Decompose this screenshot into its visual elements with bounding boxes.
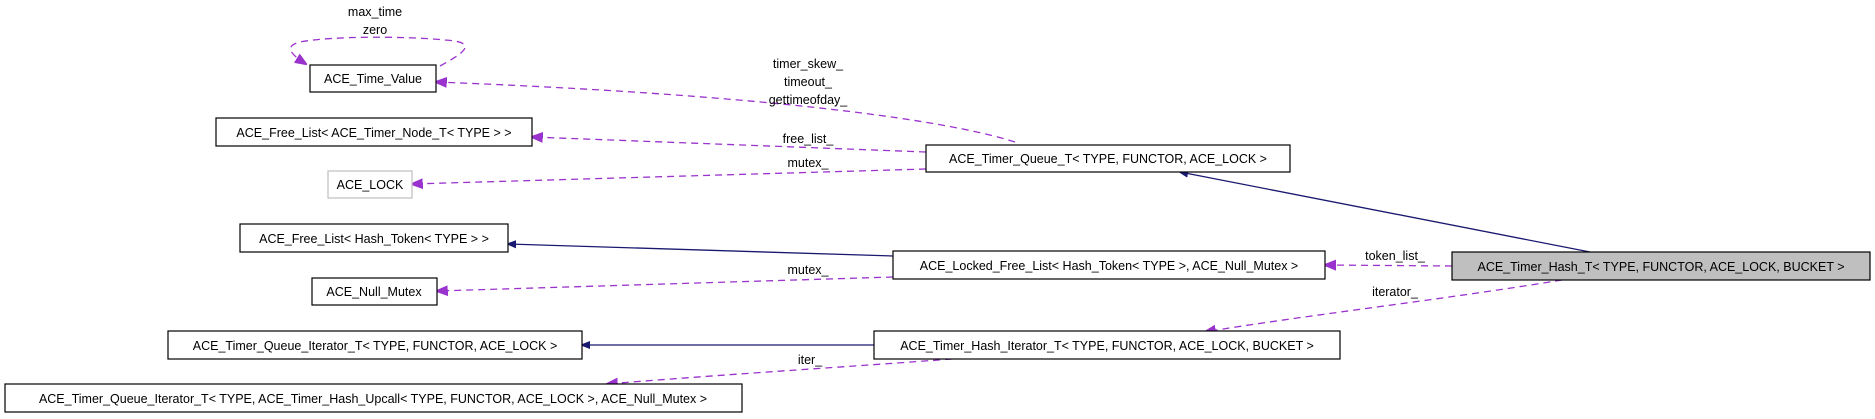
node-ace-lock[interactable]: ACE_LOCK — [327, 170, 413, 199]
node-label: ACE_Locked_Free_List< Hash_Token< TYPE >… — [920, 259, 1298, 273]
edge-locked-free-list-inherits-free-list — [508, 244, 894, 257]
edge-timer-queue-to-ace-lock — [412, 168, 927, 184]
node-ace-timer-queue-iterator-upcall[interactable]: ACE_Timer_Queue_Iterator_T< TYPE, ACE_Ti… — [4, 383, 743, 413]
node-label: ACE_Free_List< ACE_Timer_Node_T< TYPE > … — [236, 126, 511, 140]
node-ace-free-list-hash-token[interactable]: ACE_Free_List< Hash_Token< TYPE > > — [239, 223, 509, 253]
node-label: ACE_LOCK — [337, 178, 404, 192]
edge-label-zero: zero — [363, 23, 387, 37]
node-label: ACE_Timer_Queue_T< TYPE, FUNCTOR, ACE_LO… — [949, 152, 1267, 166]
edge-label-mutex-queue: mutex_ — [788, 156, 830, 170]
node-ace-timer-queue-iterator[interactable]: ACE_Timer_Queue_Iterator_T< TYPE, FUNCTO… — [167, 330, 583, 360]
node-ace-free-list-timer-node[interactable]: ACE_Free_List< ACE_Timer_Node_T< TYPE > … — [215, 117, 533, 147]
node-label: ACE_Timer_Hash_Iterator_T< TYPE, FUNCTOR… — [900, 339, 1314, 353]
node-ace-timer-queue[interactable]: ACE_Timer_Queue_T< TYPE, FUNCTOR, ACE_LO… — [925, 144, 1291, 173]
edge-time-value-self-loop — [290, 36, 466, 67]
edge-locked-free-list-to-null-mutex — [437, 276, 894, 291]
node-label: ACE_Timer_Queue_Iterator_T< TYPE, ACE_Ti… — [39, 392, 707, 406]
node-ace-time-value[interactable]: ACE_Time_Value — [309, 64, 437, 93]
edge-label-iterator: iterator_ — [1372, 285, 1419, 299]
edge-timer-hash-to-locked-free-list — [1325, 265, 1453, 266]
edge-timer-queue-to-time-value — [436, 82, 1016, 143]
edge-timer-hash-to-hash-iterator — [1205, 279, 1563, 332]
edge-timer-queue-to-free-list — [532, 137, 927, 153]
node-label: ACE_Time_Value — [324, 72, 422, 86]
node-label: ACE_Timer_Hash_T< TYPE, FUNCTOR, ACE_LOC… — [1477, 260, 1844, 274]
edge-label-max-time: max_time — [348, 5, 402, 19]
node-label: ACE_Free_List< Hash_Token< TYPE > > — [259, 232, 489, 246]
edge-hash-iterator-to-upcall-iterator — [607, 358, 953, 384]
edge-label-timer-skew: timer_skew_ — [773, 57, 844, 71]
node-ace-null-mutex[interactable]: ACE_Null_Mutex — [311, 277, 438, 306]
edge-label-token-list: token_list_ — [1365, 249, 1426, 263]
edge-label-timeout: timeout_ — [784, 75, 833, 89]
edge-label-free-list: free_list_ — [783, 132, 835, 146]
edge-label-gettimeofday: gettimeofday_ — [769, 93, 849, 107]
edge-label-iter: iter_ — [798, 353, 823, 367]
node-label: ACE_Timer_Queue_Iterator_T< TYPE, FUNCTO… — [193, 339, 558, 353]
node-ace-locked-free-list[interactable]: ACE_Locked_Free_List< Hash_Token< TYPE >… — [892, 250, 1326, 280]
edge-label-mutex-locked: mutex_ — [788, 263, 830, 277]
edge-timer-hash-inherits-timer-queue — [1180, 172, 1591, 253]
node-ace-timer-hash-iterator[interactable]: ACE_Timer_Hash_Iterator_T< TYPE, FUNCTOR… — [873, 330, 1341, 360]
node-label: ACE_Null_Mutex — [326, 285, 422, 299]
node-ace-timer-hash[interactable]: ACE_Timer_Hash_T< TYPE, FUNCTOR, ACE_LOC… — [1451, 251, 1871, 281]
